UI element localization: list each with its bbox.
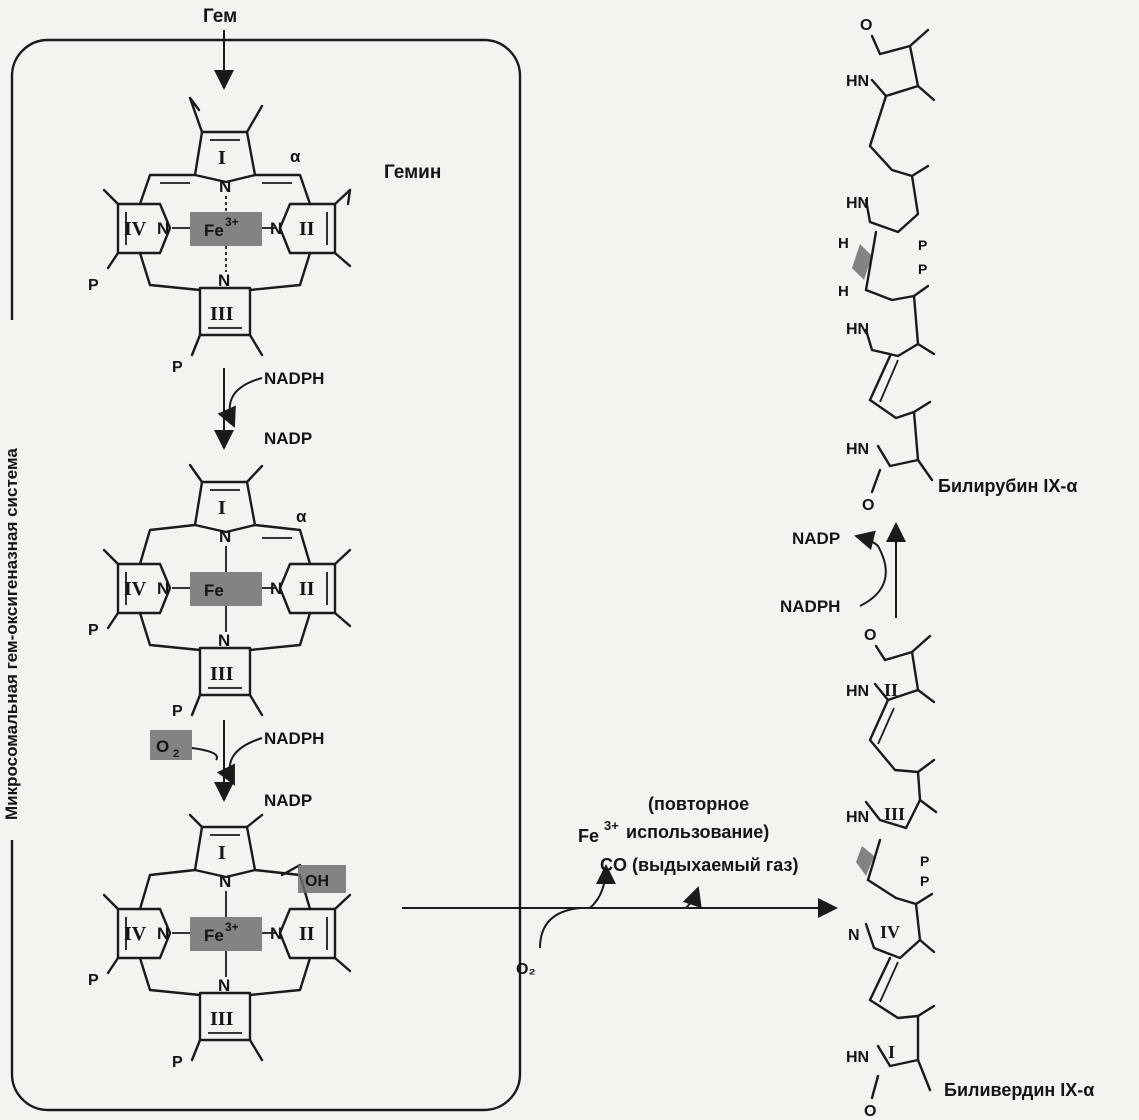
- svg-text:CO (выдыхаемый газ): CO (выдыхаемый газ): [600, 855, 798, 875]
- hemin-label: Гемин: [384, 162, 441, 183]
- svg-text:III: III: [210, 663, 234, 685]
- svg-text:P: P: [88, 622, 99, 639]
- svg-text:I: I: [218, 497, 226, 519]
- svg-text:I: I: [218, 842, 226, 864]
- svg-text:III: III: [210, 1008, 234, 1030]
- svg-text:P: P: [172, 1054, 183, 1071]
- svg-text:O₂: O₂: [516, 961, 536, 978]
- svg-text:α: α: [290, 147, 301, 166]
- svg-text:O: O: [860, 17, 872, 34]
- svg-text:NADP: NADP: [264, 791, 312, 810]
- svg-text:Fe: Fe: [578, 826, 599, 846]
- svg-text:I: I: [888, 1042, 895, 1062]
- svg-text:HN: HN: [846, 441, 869, 458]
- svg-text:P: P: [918, 237, 927, 253]
- svg-text:NADP: NADP: [792, 529, 840, 548]
- svg-text:IV: IV: [880, 922, 900, 942]
- svg-text:P: P: [88, 972, 99, 989]
- svg-text:III: III: [210, 303, 234, 325]
- svg-text:3+: 3+: [225, 920, 239, 934]
- svg-text:Fe: Fe: [204, 926, 224, 945]
- svg-text:2: 2: [173, 748, 179, 760]
- svg-text:N: N: [157, 579, 169, 598]
- svg-text:NADPH: NADPH: [780, 597, 840, 616]
- svg-text:N: N: [270, 579, 282, 598]
- svg-text:H: H: [838, 283, 849, 300]
- svg-text:NADPH: NADPH: [264, 369, 324, 388]
- svg-text:O: O: [864, 1103, 876, 1120]
- svg-text:N: N: [270, 924, 282, 943]
- svg-text:II: II: [299, 578, 315, 600]
- svg-text:P: P: [920, 873, 929, 889]
- svg-text:H: H: [838, 235, 849, 252]
- svg-text:P: P: [172, 359, 183, 376]
- svg-text:N: N: [270, 219, 282, 238]
- svg-text:P: P: [172, 703, 183, 720]
- svg-text:HN: HN: [846, 809, 869, 826]
- svg-text:Fe: Fe: [204, 581, 224, 600]
- heme-label: Гем: [203, 6, 237, 27]
- hemin-porphyrin: I N II N III N P IV N P α: [88, 96, 352, 376]
- svg-text:(повторное: (повторное: [648, 794, 749, 814]
- hydroxyl-group: OH: [305, 873, 329, 890]
- bilirubin-structure: O HN HN P P H H HN HN O: [838, 17, 936, 514]
- step3-ring-opening: O₂ (повторное Fe 3+ использование) CO (в…: [402, 794, 838, 978]
- svg-text:III: III: [884, 804, 905, 824]
- svg-text:HN: HN: [846, 683, 869, 700]
- svg-text:II: II: [299, 218, 315, 240]
- svg-text:P: P: [88, 277, 99, 294]
- svg-text:IV: IV: [124, 218, 147, 240]
- svg-text:α: α: [296, 507, 307, 526]
- svg-text:использование): использование): [626, 822, 769, 842]
- microsomal-system-frame: [10, 38, 522, 1112]
- step4-reduction: NADPH NADP: [780, 522, 906, 618]
- biliverdin-structure: O HN II HN III P P N IV HN I O: [846, 627, 938, 1120]
- svg-text:Fe: Fe: [204, 221, 224, 240]
- bilirubin-label: Билирубин IX-α: [938, 476, 1077, 496]
- svg-text:N: N: [157, 219, 169, 238]
- hydroxy-porphyrin: I N II N III N P IV N P OH Fe 3+: [88, 813, 352, 1071]
- svg-text:IV: IV: [124, 923, 147, 945]
- svg-text:I: I: [218, 147, 226, 169]
- svg-text:IV: IV: [124, 578, 147, 600]
- svg-text:O: O: [156, 737, 169, 756]
- svg-text:II: II: [884, 680, 898, 700]
- svg-text:N: N: [157, 924, 169, 943]
- svg-text:O: O: [864, 627, 876, 644]
- svg-text:N: N: [218, 271, 230, 290]
- system-label-group: Микросомальная гем-оксигеназная система: [2, 320, 22, 840]
- svg-text:P: P: [918, 261, 927, 277]
- reduced-porphyrin: I N II N III N P IV N P α Fe: [88, 463, 352, 720]
- svg-text:N: N: [219, 177, 231, 196]
- svg-text:3+: 3+: [604, 818, 619, 833]
- step2-oxygenation: O 2 NADPH NADP: [150, 720, 324, 810]
- svg-text:N: N: [848, 927, 860, 944]
- svg-text:II: II: [299, 923, 315, 945]
- svg-text:3+: 3+: [225, 215, 239, 229]
- svg-text:P: P: [920, 853, 929, 869]
- biliverdin-label: Биливердин IX-α: [944, 1080, 1094, 1100]
- svg-text:HN: HN: [846, 195, 869, 212]
- svg-text:NADP: NADP: [264, 429, 312, 448]
- svg-text:O: O: [862, 497, 874, 514]
- step1-reduction: NADPH NADP: [214, 368, 324, 450]
- svg-text:N: N: [218, 976, 230, 995]
- svg-text:NADPH: NADPH: [264, 729, 324, 748]
- svg-text:HN: HN: [846, 1049, 869, 1066]
- svg-text:HN: HN: [846, 321, 869, 338]
- svg-text:HN: HN: [846, 73, 869, 90]
- system-label: Микросомальная гем-оксигеназная система: [2, 448, 21, 820]
- svg-text:N: N: [219, 527, 231, 546]
- svg-text:N: N: [218, 631, 230, 650]
- svg-text:N: N: [219, 872, 231, 891]
